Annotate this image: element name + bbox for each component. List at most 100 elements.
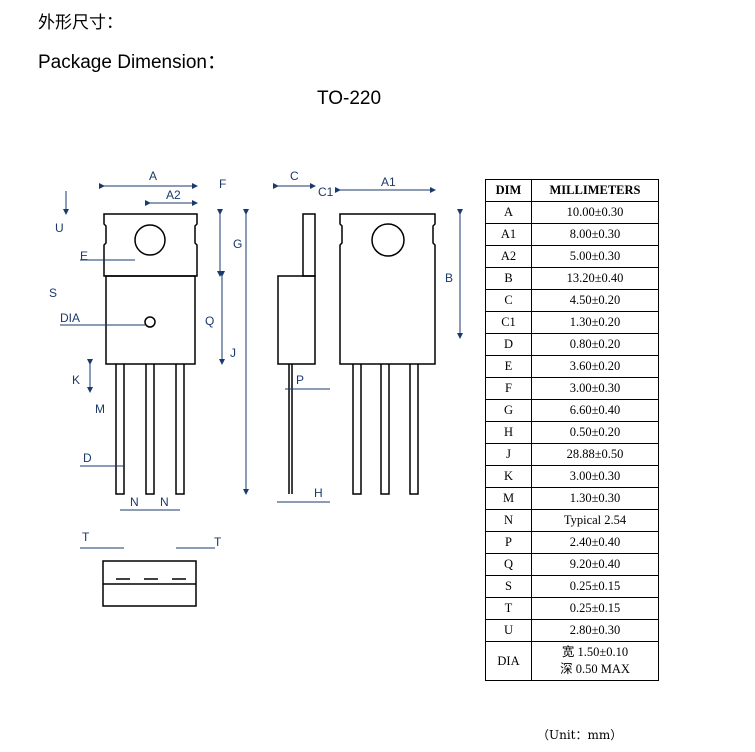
package-outline-drawing: A A2 F C C1 A1 B G J Q U E S DIA K M D N… xyxy=(49,169,463,607)
table-cell-dim: C1 xyxy=(485,311,532,334)
dim-label-n-left: N xyxy=(130,495,139,509)
table-cell-dim: A2 xyxy=(485,245,532,268)
table-cell-dim: M xyxy=(485,487,532,510)
package-name: TO-220 xyxy=(317,88,382,109)
dim-label-q: Q xyxy=(205,314,214,328)
dim-label-g: G xyxy=(233,237,242,251)
table-cell-value: 28.88±0.50 xyxy=(531,443,659,466)
table-cell-value: 13.20±0.40 xyxy=(531,267,659,290)
table-cell-value: 2.40±0.40 xyxy=(531,531,659,554)
dim-label-h: H xyxy=(314,486,323,500)
table-cell-dim: Q xyxy=(485,553,532,576)
table-cell-value: 0.80±0.20 xyxy=(531,333,659,356)
table-header-dim: DIM xyxy=(485,179,532,202)
table-cell-dim: A1 xyxy=(485,223,532,246)
unit-note: （Unit：mm） xyxy=(537,728,623,742)
table-cell-value: 3.60±0.20 xyxy=(531,355,659,378)
table-cell-dim: J xyxy=(485,443,532,466)
dim-label-b: B xyxy=(445,271,453,285)
table-cell-value: 3.00±0.30 xyxy=(531,377,659,400)
table-cell-dim: F xyxy=(485,377,532,400)
front-view xyxy=(103,213,198,495)
package-dimension-title: Package Dimension： xyxy=(38,52,226,73)
table-cell-value: 1.30±0.30 xyxy=(531,487,659,510)
table-cell-dim: E xyxy=(485,355,532,378)
table-cell-dim: D xyxy=(485,333,532,356)
table-cell-value: 3.00±0.30 xyxy=(531,465,659,488)
dim-label-c1: C1 xyxy=(318,185,334,199)
table-cell-value: 4.50±0.20 xyxy=(531,289,659,312)
chinese-title: 外形尺寸： xyxy=(38,13,123,33)
table-cell-value: 0.25±0.15 xyxy=(531,575,659,598)
dim-label-t-right: T xyxy=(214,535,222,549)
bottom-view xyxy=(102,560,197,607)
table-header-millimeters: MILLIMETERS xyxy=(531,179,659,202)
table-cell-dim: C xyxy=(485,289,532,312)
table-cell-value: 5.00±0.30 xyxy=(531,245,659,268)
table-cell-value: 9.20±0.40 xyxy=(531,553,659,576)
table-cell-value: 1.30±0.20 xyxy=(531,311,659,334)
side-view xyxy=(277,213,316,494)
dia-depth-value: 深 0.50 MAX xyxy=(560,662,630,676)
dim-label-n-right: N xyxy=(160,495,169,509)
dim-label-a: A xyxy=(149,169,157,183)
table-cell-dim: A xyxy=(485,201,532,224)
table-cell-dim: T xyxy=(485,597,532,620)
dia-width-value: 宽 1.50±0.10 xyxy=(561,645,629,659)
table-cell-dim: S xyxy=(485,575,532,598)
dim-label-d: D xyxy=(83,451,92,465)
table-cell-value: 0.50±0.20 xyxy=(531,421,659,444)
table-cell-dim: B xyxy=(485,267,532,290)
table-cell-dim: G xyxy=(485,399,532,422)
dim-label-a2: A2 xyxy=(166,188,181,202)
dim-label-p: P xyxy=(296,373,304,387)
table-cell-dim: P xyxy=(485,531,532,554)
dim-label-t-left: T xyxy=(82,530,90,544)
table-cell-value: Typical 2.54 xyxy=(531,509,659,532)
table-cell-value: 0.25±0.15 xyxy=(531,597,659,620)
dim-label-dia: DIA xyxy=(60,311,80,325)
dim-label-c: C xyxy=(290,169,299,183)
table-row-dia: DIA 宽 1.50±0.10 深 0.50 MAX xyxy=(485,641,659,681)
table-cell-value: 宽 1.50±0.10 深 0.50 MAX xyxy=(531,641,659,681)
dim-label-f: F xyxy=(219,177,226,191)
table-cell-dim: H xyxy=(485,421,532,444)
table-cell-value: 8.00±0.30 xyxy=(531,223,659,246)
dim-label-k: K xyxy=(72,373,80,387)
table-header-row: DIM MILLIMETERS xyxy=(485,179,659,202)
table-cell-value: 10.00±0.30 xyxy=(531,201,659,224)
dim-label-m: M xyxy=(95,402,105,416)
table-cell-dim: N xyxy=(485,509,532,532)
back-view xyxy=(339,213,436,495)
table-cell-dim: K xyxy=(485,465,532,488)
dim-label-u: U xyxy=(55,221,64,235)
table-cell-dim: DIA xyxy=(485,641,532,681)
dim-label-j: J xyxy=(230,346,236,360)
table-cell-value: 2.80±0.30 xyxy=(531,619,659,642)
dim-label-s: S xyxy=(49,286,57,300)
table-cell-value: 6.60±0.40 xyxy=(531,399,659,422)
dim-label-a1: A1 xyxy=(381,175,396,189)
dim-label-e: E xyxy=(80,249,88,263)
table-cell-dim: U xyxy=(485,619,532,642)
